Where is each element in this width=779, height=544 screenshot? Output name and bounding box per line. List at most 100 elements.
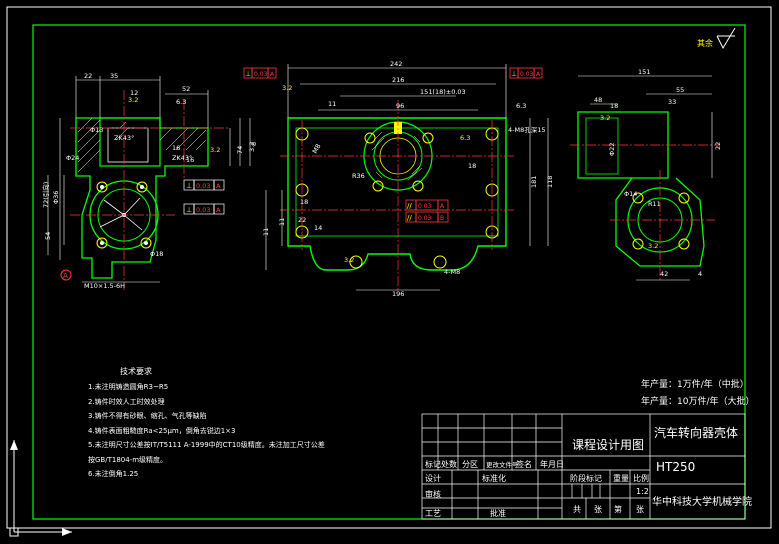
production-volume-1: 年产量：1万件/年（中批） xyxy=(641,380,749,390)
note-item: 1.未注明铸造圆角R3~R5 xyxy=(88,383,169,391)
svg-text:52: 52 xyxy=(182,85,190,93)
weight-label: 重量 xyxy=(613,474,629,483)
sheet-label: 张 xyxy=(594,505,602,514)
left-gdt-frame-1: ⊥ 0.03 A xyxy=(183,179,225,191)
note-item: 6.未注倒角1.25 xyxy=(88,470,139,478)
svg-text:18: 18 xyxy=(468,162,476,170)
svg-text:0.03: 0.03 xyxy=(196,182,210,190)
sheet-label: 张 xyxy=(636,505,644,514)
row-label: 年月日 xyxy=(540,460,564,469)
svg-text:12: 12 xyxy=(130,89,138,97)
scale-label: 比例 xyxy=(633,474,649,483)
svg-text:18: 18 xyxy=(610,102,618,110)
svg-text:ZK43°: ZK43° xyxy=(172,154,192,162)
svg-text:0.03: 0.03 xyxy=(418,215,432,222)
notes-list: 1.未注明铸造圆角R3~R5 2.铸件时效人工时效处理 3.铸件不得有砂眼、缩孔… xyxy=(88,380,325,482)
roughness-symbol: 其余 xyxy=(697,27,736,50)
svg-text:11: 11 xyxy=(262,228,270,236)
svg-text:16: 16 xyxy=(172,144,180,152)
svg-text:6.3: 6.3 xyxy=(460,134,470,142)
svg-text:⊥: ⊥ xyxy=(511,70,517,78)
svg-text:其余: 其余 xyxy=(697,38,713,48)
svg-text:A: A xyxy=(216,182,221,190)
svg-text:B: B xyxy=(440,215,444,222)
person-label: 工艺 xyxy=(425,509,441,518)
production-volume-2: 年产量：10万件/年（大批） xyxy=(641,397,755,407)
svg-text:0.03: 0.03 xyxy=(418,203,432,210)
svg-text:ZK43°: ZK43° xyxy=(114,134,134,142)
svg-text:42: 42 xyxy=(660,270,668,278)
svg-text:Φ22: Φ22 xyxy=(608,143,616,156)
svg-text:0.03: 0.03 xyxy=(254,71,268,78)
svg-text:18: 18 xyxy=(300,198,308,206)
svg-text:4-M8孔深15: 4-M8孔深15 xyxy=(508,125,546,134)
row-label: 分区 xyxy=(462,460,478,469)
svg-text:8: 8 xyxy=(250,142,258,146)
note-item: 2.铸件时效人工时效处理 xyxy=(88,397,165,406)
svg-text:A: A xyxy=(63,272,68,280)
center-view: 242 216 11 96 151(18)±0.03 3.2 6.3 M8 6.… xyxy=(243,60,554,298)
row-label: 标记 xyxy=(425,460,441,469)
notes-title: 技术要求 xyxy=(120,367,152,376)
svg-text:Φ13: Φ13 xyxy=(90,126,103,134)
svg-text:A: A xyxy=(270,71,275,78)
svg-text:242: 242 xyxy=(390,60,402,68)
svg-text://: // xyxy=(407,202,412,210)
svg-text:6.3: 6.3 xyxy=(176,98,186,106)
svg-text:A: A xyxy=(216,206,221,214)
svg-text:4: 4 xyxy=(698,270,702,278)
svg-text:22: 22 xyxy=(714,142,722,150)
svg-text:R36: R36 xyxy=(352,172,365,180)
school-name: 华中科技大学机械学院 xyxy=(652,497,752,508)
svg-text:3.2: 3.2 xyxy=(248,142,256,152)
material: HT250 xyxy=(656,460,696,474)
person-label: 设计 xyxy=(425,474,441,483)
left-gdt-frame-2: ⊥ 0.03 A xyxy=(183,203,225,215)
note-item: 3.铸件不得有砂眼、缩孔、气孔等缺陷 xyxy=(88,412,207,420)
note-item: 5.未注明尺寸公差按IT/T5111 A-1999中的CT10级精度。未注加工尺… xyxy=(88,441,325,449)
svg-text:Φ18: Φ18 xyxy=(150,250,163,258)
svg-text:0.03: 0.03 xyxy=(520,71,534,78)
svg-text:118: 118 xyxy=(546,176,554,188)
svg-text:196: 196 xyxy=(392,290,404,298)
svg-text:3.2: 3.2 xyxy=(648,242,658,250)
svg-text:3.2: 3.2 xyxy=(600,114,610,122)
center-gdt-parallel-a: // 0.03 A xyxy=(405,199,449,211)
note-item: 按GB/T1804-m级精度。 xyxy=(88,455,168,464)
note-item: 4.铸件表面粗糙度Ra<25μm，倒角去锐边1×3 xyxy=(88,426,236,435)
part-name: 汽车转向器壳体 xyxy=(654,426,739,440)
drawing-frame-inner xyxy=(32,24,746,520)
svg-text:Φ24: Φ24 xyxy=(66,154,79,162)
svg-text:11: 11 xyxy=(328,100,336,108)
svg-text:48: 48 xyxy=(594,96,602,104)
row-label: 签名 xyxy=(516,460,532,469)
person-label: 标准化 xyxy=(482,474,506,483)
svg-text:14: 14 xyxy=(314,224,322,232)
sheet-label: 共 xyxy=(573,505,581,514)
svg-text:216: 216 xyxy=(392,76,404,84)
svg-text:4-M8: 4-M8 xyxy=(444,268,460,276)
svg-text:72(引向): 72(引向) xyxy=(41,182,50,208)
right-view: 151 33 55 48 18 Φ22 22 3.2 Φ14 R11 3.2 4… xyxy=(570,68,722,282)
center-gdt-parallel-b: // 0.03 B xyxy=(405,211,449,223)
svg-text:0.03: 0.03 xyxy=(196,206,210,214)
svg-text:⊥: ⊥ xyxy=(245,70,251,78)
svg-text:74: 74 xyxy=(236,146,244,154)
svg-text:⊥: ⊥ xyxy=(186,206,192,214)
svg-text:16: 16 xyxy=(186,156,194,164)
svg-text:151: 151 xyxy=(638,68,650,76)
svg-text:Φ14: Φ14 xyxy=(624,190,637,198)
left-view: 22 35 12 52 3.2 6.3 16 16 ZK43° ZK43° 3.… xyxy=(41,72,258,290)
svg-text:A: A xyxy=(536,71,541,78)
center-gdt-top-left: ⊥ 0.03 A xyxy=(243,67,277,79)
drawing-type: 课程设计用图 xyxy=(572,438,645,452)
svg-text:6.3: 6.3 xyxy=(516,102,526,110)
person-label: 审核 xyxy=(425,490,441,499)
row-label: 更改文件号 xyxy=(486,461,519,469)
svg-text:R11: R11 xyxy=(648,200,661,208)
svg-text:Φ36: Φ36 xyxy=(52,191,60,204)
person-label: 批准 xyxy=(490,509,506,518)
svg-text:33: 33 xyxy=(668,98,676,106)
svg-text:A: A xyxy=(440,203,445,210)
